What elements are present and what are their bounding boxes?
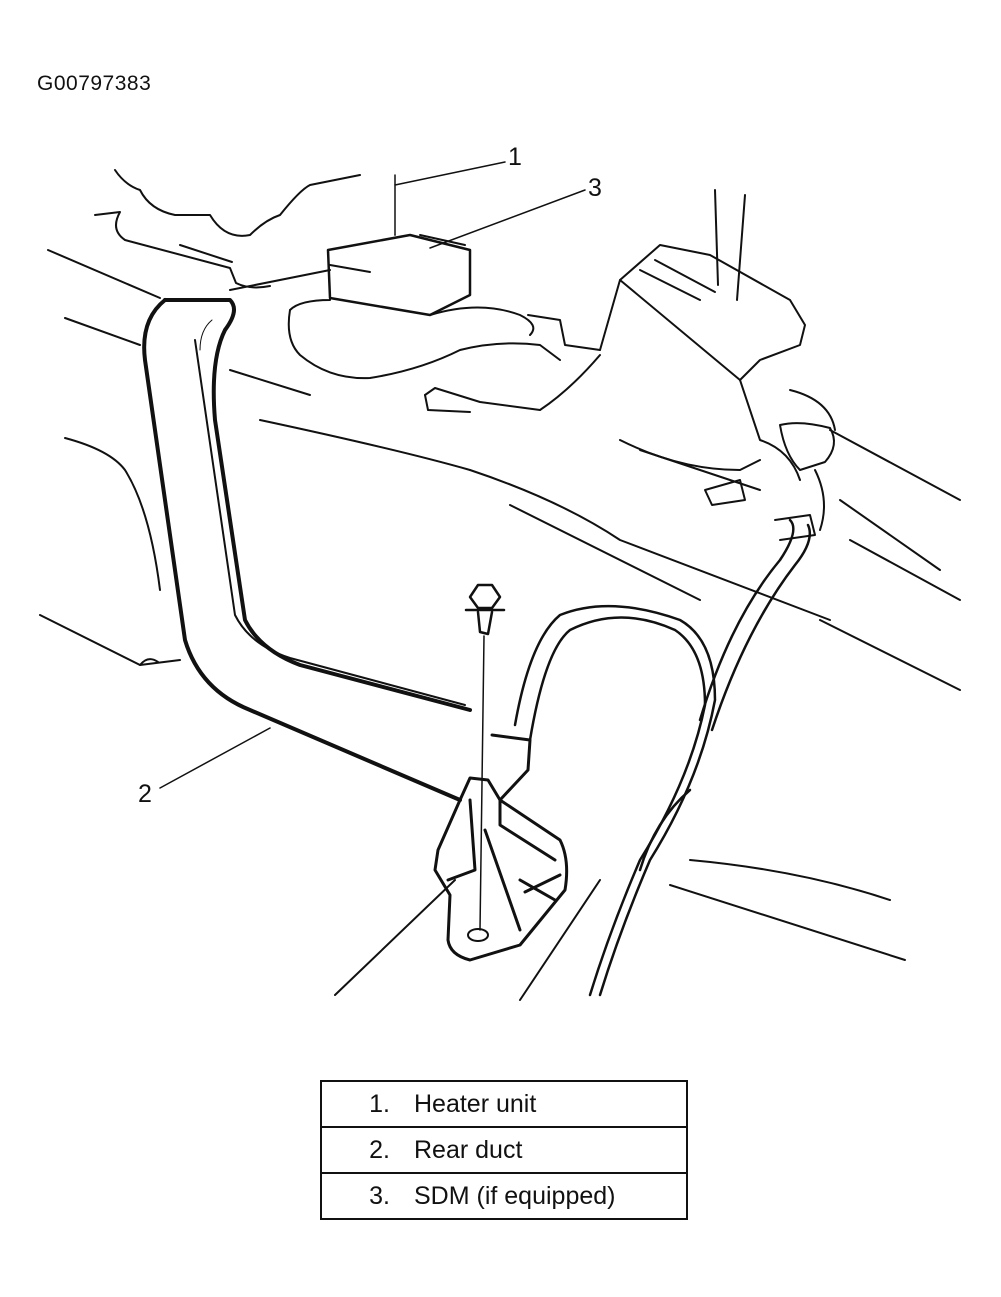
rear-duct-drawing [142,298,472,802]
callout-leaders [159,161,586,789]
legend-label: SDM (if equipped) [414,1181,616,1210]
callout-1: 1 [508,143,522,171]
callout-2: 2 [138,780,152,808]
legend-row: 2. Rear duct [320,1126,688,1174]
vehicle-body-lines [39,249,961,1001]
legend-number: 3. [369,1181,390,1210]
legend-label: Rear duct [414,1135,523,1164]
legend-row: 3. SDM (if equipped) [320,1172,688,1220]
heater-unit-drawing [94,169,836,541]
duct-outlet-drawing [433,733,569,962]
legend-number: 1. [369,1089,390,1118]
legend-label: Heater unit [414,1089,537,1118]
bolt-drawing [464,583,506,931]
legend-number: 2. [369,1135,390,1164]
callout-3: 3 [588,174,602,202]
legend-row: 1. Heater unit [320,1080,688,1128]
figure-id: G00797383 [37,72,152,95]
wiring-harness-drawing [513,518,812,997]
parts-legend-table: 1. Heater unit 2. Rear duct 3. SDM (if equi… [320,1080,688,1220]
